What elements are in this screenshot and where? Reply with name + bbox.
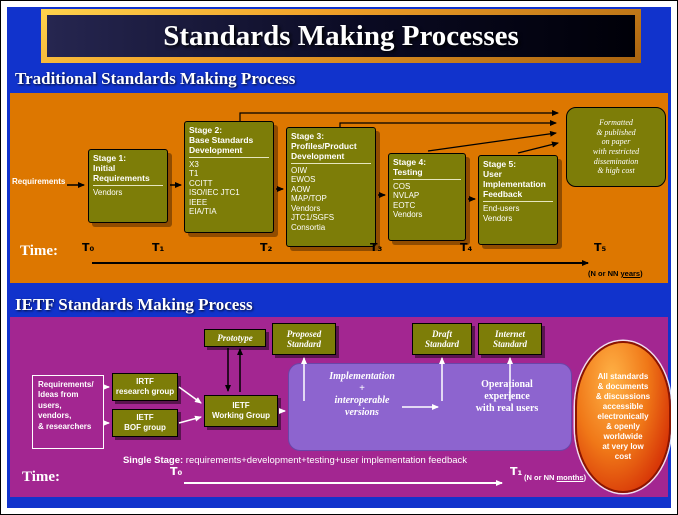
stage-5-items: End-users Vendors bbox=[483, 204, 520, 223]
ietf-tick-t0: T₀ bbox=[170, 465, 183, 478]
stage-5-box: Stage 5: User Implementation Feedback En… bbox=[478, 155, 558, 245]
traditional-tick-t1: T₁ bbox=[152, 241, 165, 254]
milestone-internet-standard: Internet Standard bbox=[478, 323, 542, 355]
single-stage-text: requirements+development+testing+user im… bbox=[185, 455, 468, 466]
ietf-scale-prefix: (N or NN bbox=[524, 473, 557, 482]
traditional-scale-unit: years bbox=[620, 269, 641, 278]
stage-3-items: OIW EWOS AOW MAP/TOP Vendors JTC1/SGFS C… bbox=[291, 166, 335, 232]
stage-1-items: Vendors bbox=[93, 188, 123, 198]
ietf-requirements-box: Requirements/ Ideas from users, vendors,… bbox=[32, 375, 104, 449]
traditional-tick-t4: T₄ bbox=[460, 241, 473, 254]
single-stage-caption: Single Stage: requirements+development+t… bbox=[80, 455, 510, 466]
ietf-section-heading: IETF Standards Making Process bbox=[15, 295, 253, 314]
traditional-scale-suffix: ) bbox=[640, 269, 643, 278]
traditional-tick-t3: T₃ bbox=[370, 241, 383, 254]
ietf-tick-t1: T₁ bbox=[510, 465, 523, 478]
traditional-tick-t0: T₀ bbox=[82, 241, 95, 254]
stage-3-header: Stage 3: Profiles/Product Development bbox=[291, 131, 371, 165]
stage-2-box: Stage 2: Base Standards Development X3 T… bbox=[184, 121, 274, 233]
traditional-tick-t2: T₂ bbox=[260, 241, 273, 254]
stage-4-items: COS NVLAP EOTC Vendors bbox=[393, 182, 423, 220]
stage-4-box: Stage 4: Testing COS NVLAP EOTC Vendors bbox=[388, 153, 466, 241]
stage-4-header: Stage 4: Testing bbox=[393, 157, 461, 181]
milestone-prototype: Prototype bbox=[204, 329, 266, 347]
ietf-panel: Prototype Proposed Standard Draft Standa… bbox=[10, 317, 668, 497]
page-title: Standards Making Processes bbox=[163, 19, 519, 52]
traditional-scale-note: (N or NN years) bbox=[588, 269, 643, 278]
irtf-research-group-box: IRTF research group bbox=[112, 373, 178, 401]
ietf-scale-unit: months bbox=[556, 473, 584, 482]
ietf-scale-note: (N or NN months) bbox=[524, 473, 586, 482]
milestone-proposed-standard: Proposed Standard bbox=[272, 323, 336, 355]
traditional-tick-t5: T₅ bbox=[594, 241, 607, 254]
stage-5-header: Stage 5: User Implementation Feedback bbox=[483, 159, 553, 203]
ietf-bof-group-box: IETF BOF group bbox=[112, 409, 178, 437]
traditional-section-heading: Traditional Standards Making Process bbox=[15, 69, 296, 88]
ietf-scale-suffix: ) bbox=[583, 473, 587, 482]
milestone-draft-standard: Draft Standard bbox=[412, 323, 472, 355]
ietf-time-label: Time: bbox=[22, 469, 61, 485]
stage-1-header: Stage 1: Initial Requirements bbox=[93, 153, 163, 187]
traditional-scale-prefix: (N or NN bbox=[588, 269, 621, 278]
stage-2-header: Stage 2: Base Standards Development bbox=[189, 125, 269, 159]
traditional-time-label: Time: bbox=[20, 243, 59, 259]
ietf-working-group-box: IETF Working Group bbox=[204, 395, 278, 427]
title-banner-inner: Standards Making Processes bbox=[47, 15, 635, 57]
traditional-panel: Requirements Stage 1: Initial Requiremen… bbox=[10, 93, 668, 283]
stage-1-box: Stage 1: Initial Requirements Vendors bbox=[88, 149, 168, 223]
stage-3-box: Stage 3: Profiles/Product Development OI… bbox=[286, 127, 376, 247]
requirements-label: Requirements bbox=[12, 177, 66, 186]
operational-experience-text: Operational experience with real users bbox=[475, 379, 539, 414]
title-banner: Standards Making Processes bbox=[41, 9, 641, 63]
paper-publication-note: Formatted & published on paper with rest… bbox=[566, 107, 666, 187]
implementation-text: Implementation + interoperable versions bbox=[329, 371, 395, 418]
single-stage-label: Single Stage: bbox=[122, 455, 184, 466]
stage-2-items: X3 T1 CCITT ISO/IEC JTC1 IEEE EIA/TIA bbox=[189, 160, 240, 217]
slide-background: Standards Making Processes Traditional S… bbox=[7, 7, 671, 508]
ietf-benefits-note: All standards & documents & discussions … bbox=[575, 341, 671, 493]
